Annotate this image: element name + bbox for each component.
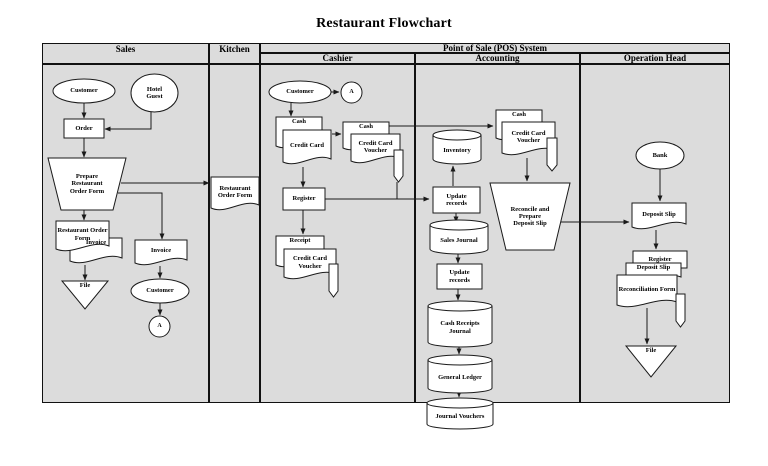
lane-kitchen bbox=[209, 64, 260, 403]
edge-prepare-restaurant-order-form-to-invoice bbox=[118, 192, 165, 240]
journal-vouchers-shape bbox=[426, 397, 494, 430]
strip-1-shape bbox=[393, 149, 404, 183]
connector-a-sales-shape bbox=[148, 315, 171, 338]
inventory-shape bbox=[432, 129, 482, 165]
lane-header-cashier: Cashier bbox=[260, 53, 415, 64]
lane-header-accounting: Accounting bbox=[415, 53, 580, 64]
lane-header-label: Accounting bbox=[475, 53, 520, 63]
reconcile-and-prepare-deposit-slip-shape bbox=[489, 182, 571, 251]
lane-header-label: Cashier bbox=[322, 53, 353, 63]
file-operation-head-shape bbox=[624, 345, 678, 378]
credit-card-voucher-cashier-shape bbox=[350, 133, 401, 164]
credit-card-voucher-cashier-2-shape bbox=[283, 248, 337, 280]
lane-header-label: Operation Head bbox=[623, 53, 687, 63]
restaurant-order-form-kitchen-shape bbox=[210, 176, 260, 211]
lane-group-header-label: Point of Sale (POS) System bbox=[443, 42, 547, 53]
reconciliation-form-shape bbox=[616, 274, 678, 308]
prepare-restaurant-order-form-shape bbox=[47, 157, 127, 211]
customer-cashier-shape bbox=[268, 80, 332, 104]
deposit-slip-1-shape bbox=[631, 202, 687, 230]
connector-a-cashier-shape bbox=[340, 81, 363, 104]
hotel-guest-shape bbox=[130, 73, 179, 113]
lane-header-sales: Sales bbox=[42, 43, 209, 64]
order-shape bbox=[63, 118, 105, 139]
cash-receipts-journal-shape bbox=[427, 300, 493, 348]
invoice-shape bbox=[134, 239, 188, 266]
lane-header-kitchen: Kitchen bbox=[209, 43, 260, 64]
update-records-1-shape bbox=[432, 186, 481, 214]
lane-header-operation-head: Operation Head bbox=[580, 53, 730, 64]
file-sales-shape bbox=[60, 280, 110, 310]
customer-2-shape bbox=[130, 278, 190, 304]
edge-hotel-guest-to-order bbox=[104, 112, 152, 132]
credit-card-shape bbox=[282, 129, 332, 165]
lane-group-header-pos-system: Point of Sale (POS) System bbox=[260, 43, 730, 53]
sales-journal-shape bbox=[429, 219, 489, 255]
lane-header-label: Sales bbox=[115, 44, 136, 54]
strip-2-shape bbox=[328, 263, 339, 298]
strip-3-shape bbox=[546, 137, 558, 172]
diagram-title: Restaurant Flowchart bbox=[316, 16, 452, 31]
lane-header-label: Kitchen bbox=[219, 44, 250, 54]
register-cashier-shape bbox=[282, 187, 326, 211]
general-ledger-shape bbox=[427, 354, 493, 394]
update-records-2-shape bbox=[436, 263, 483, 290]
customer-1-shape bbox=[52, 78, 116, 104]
restaurant-order-form-copy-shape bbox=[55, 220, 110, 252]
strip-4-shape bbox=[675, 293, 686, 328]
bank-shape bbox=[635, 141, 685, 170]
